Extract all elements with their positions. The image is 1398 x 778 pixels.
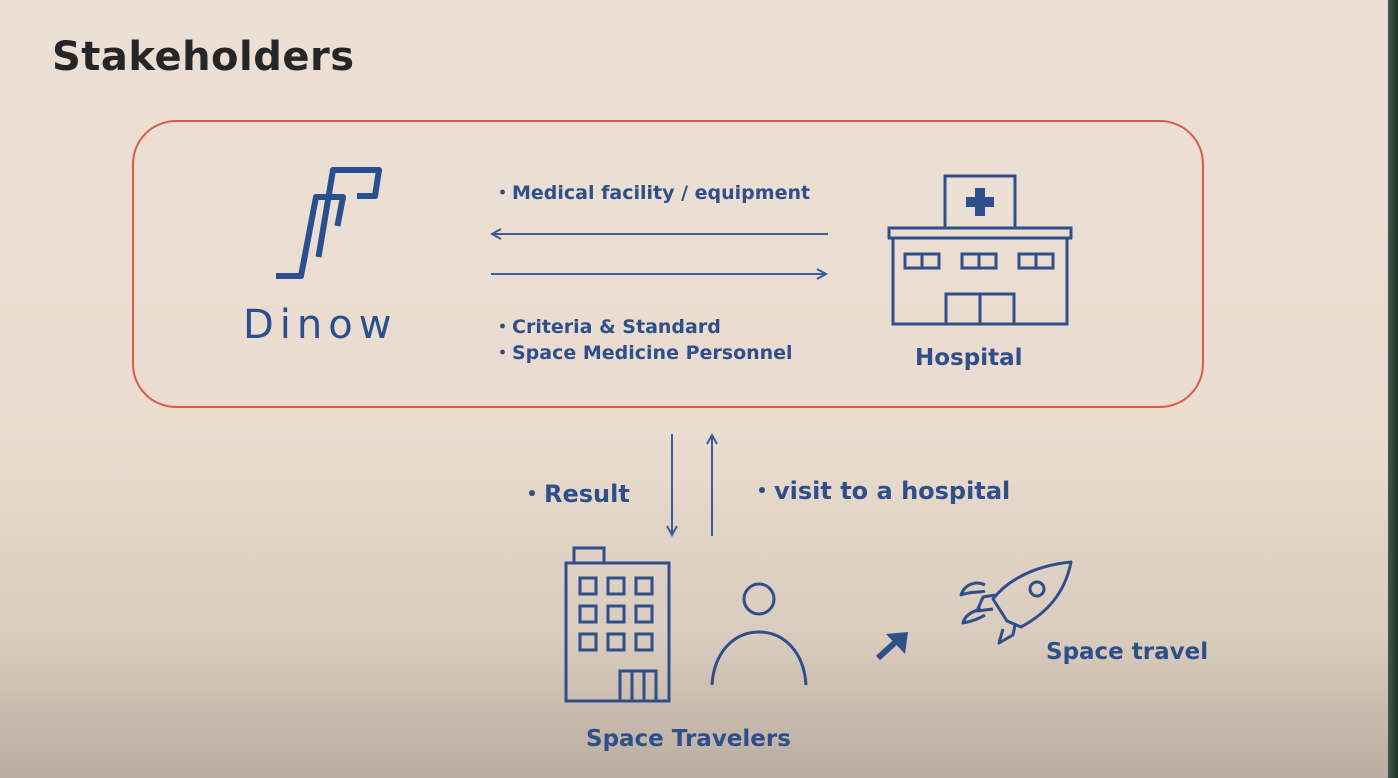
space-travel-label: Space travel (1046, 639, 1209, 665)
arrow-right-icon (491, 268, 829, 280)
hospital-label: Hospital (915, 345, 1023, 371)
result-label: ・Result (520, 480, 630, 508)
window-edge (1388, 0, 1398, 778)
exchange-item-personnel: ・Space Medicine Personnel (493, 342, 793, 364)
exchange-item-medical: ・Medical facility / equipment (493, 182, 811, 204)
visit-hospital-label: ・visit to a hospital (750, 477, 1011, 505)
exchange-item-criteria: ・Criteria & Standard (493, 316, 721, 338)
arrow-down-icon (666, 434, 678, 538)
dinow-logo-icon (276, 167, 382, 279)
person-icon (710, 582, 808, 686)
arrow-left-icon (489, 228, 828, 240)
rocket-icon (959, 560, 1073, 645)
dinow-logo-text: Dinow (243, 302, 398, 348)
hospital-icon (887, 174, 1073, 326)
office-building-icon (564, 546, 671, 703)
stakeholder-frame (132, 120, 1204, 408)
diagonal-arrow-icon (875, 632, 908, 661)
space-travelers-label: Space Travelers (586, 726, 791, 752)
arrow-up-icon (706, 432, 718, 536)
page-title: Stakeholders (52, 34, 355, 80)
